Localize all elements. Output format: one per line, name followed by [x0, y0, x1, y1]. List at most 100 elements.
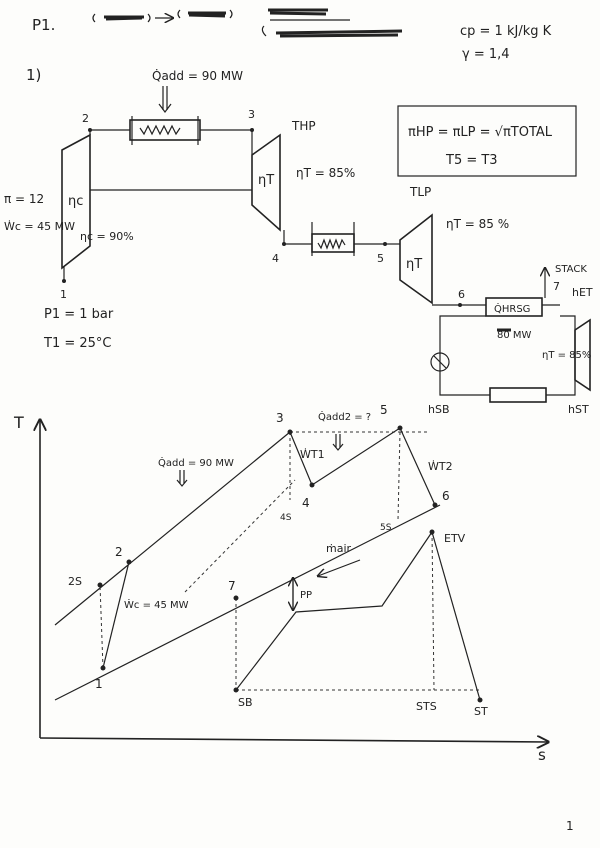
m-air-arrow-icon — [318, 559, 361, 576]
pp-label: PP — [300, 590, 312, 601]
page-number: 1 — [566, 819, 574, 833]
q-add1-arrow-icon — [176, 470, 188, 487]
crossed-out-text — [92, 8, 403, 38]
state-7-label: 7 — [553, 280, 560, 293]
steam-turbine-symbol — [574, 318, 591, 392]
s-axis-label: s — [538, 746, 546, 764]
given-cp: cp = 1 kJ/kg K — [460, 24, 552, 39]
h-sb-label: hSB — [428, 403, 450, 416]
compressor-symbol — [61, 133, 91, 270]
state-3-label: 3 — [248, 108, 255, 121]
low-pressure-isobar — [54, 504, 441, 701]
high-pressure-isobar — [54, 431, 291, 626]
given-gamma: γ = 1,4 — [462, 47, 510, 62]
heat-input-arrow-icon — [162, 86, 168, 110]
label-7: 7 — [228, 579, 236, 593]
lp-turbine-symbol — [399, 213, 433, 305]
state-6-label: 6 — [458, 288, 465, 301]
reheater-coil-icon — [317, 238, 346, 250]
part-label: 1) — [26, 66, 41, 84]
lp-turbine-label: TLP — [409, 185, 431, 199]
hrsg-label: Q̇HRSG — [494, 302, 530, 315]
q-add-label: Q̇add = 90 MW — [152, 69, 243, 83]
state-4-label: 4 — [272, 252, 279, 265]
h-et-label: hET — [572, 286, 593, 299]
compressor-eta: ηc — [68, 194, 83, 209]
lp-turbine-eta: ηT — [406, 257, 422, 272]
hp-turbine-symbol — [251, 133, 281, 232]
expansion-reheat-lines — [289, 427, 436, 506]
pressure-ratio: π = 12 — [4, 192, 44, 206]
q-add2-arrow-icon — [332, 434, 344, 451]
combustor-walls — [131, 116, 199, 145]
relation-box — [397, 105, 577, 177]
hp-turbine-eta: ηT — [258, 173, 274, 188]
label-5: 5 — [380, 403, 388, 417]
point-5-dot — [397, 425, 403, 431]
label-5s: 5S — [380, 523, 392, 533]
m-air-label: ṁair — [326, 542, 352, 555]
isentropic-compression — [99, 584, 104, 669]
hrsg-box — [485, 297, 543, 317]
hp-turbine-label: THP — [291, 119, 316, 133]
point-2-dot — [126, 559, 132, 565]
label-sb: SB — [238, 696, 253, 709]
point-3-dot — [287, 429, 293, 435]
relation-pressure: πHP = πLP = √πTOTAL — [408, 125, 553, 140]
label-sts: STS — [416, 700, 437, 713]
combustor-box — [129, 119, 201, 141]
problem-label: P1. — [32, 16, 55, 34]
isentropic-steam — [431, 531, 435, 691]
q-add1-label: Q̇add = 90 MW — [158, 456, 234, 469]
state-dot-1 — [62, 279, 66, 283]
state-1-label: 1 — [60, 288, 67, 301]
state-dot-2 — [88, 128, 92, 132]
hrsg-value: 80 MW — [497, 330, 532, 341]
state-2-label: 2 — [82, 112, 89, 125]
w-t1-label: ẆT1 — [300, 448, 325, 461]
compressor-power: Ẇc = 45 MW — [4, 220, 75, 233]
steam-turbine-eff: ηT = 85% — [542, 350, 591, 361]
lp-turbine-eff: ηT = 85 % — [446, 217, 509, 231]
point-7-dot — [233, 595, 239, 601]
hp-turbine-eff: ηT = 85% — [296, 166, 355, 180]
label-2s: 2S — [68, 575, 82, 588]
point-etv-dot — [429, 529, 435, 535]
t1-label: T1 = 25°C — [43, 336, 112, 351]
h-st-label: hST — [568, 403, 589, 416]
pump-icon — [430, 352, 450, 372]
label-1: 1 — [95, 677, 103, 691]
state-5-label: 5 — [377, 252, 384, 265]
point-st-dot — [477, 697, 483, 703]
pipe-2-3 — [89, 129, 253, 155]
point-6-dot — [432, 502, 438, 508]
point-4-dot — [309, 482, 315, 488]
point-sb-dot — [233, 687, 239, 693]
label-etv: ETV — [444, 532, 466, 545]
label-st: ST — [474, 705, 488, 718]
stack-label: STACK — [555, 264, 587, 275]
label-6: 6 — [442, 489, 450, 503]
point-1-dot — [100, 665, 106, 671]
t-axis-label: T — [13, 413, 24, 432]
state-dot-3 — [250, 128, 254, 132]
q-add2-label: Q̇add2 = ? — [318, 410, 371, 423]
s-axis — [39, 738, 548, 742]
compression-line — [102, 561, 130, 669]
steam-expansion-line — [431, 531, 481, 701]
label-4s: 4S — [280, 513, 292, 523]
p1-label: P1 = 1 bar — [44, 307, 114, 322]
w-c-label: Ẇc = 45 MW — [124, 598, 189, 611]
label-2: 2 — [115, 545, 123, 559]
label-3: 3 — [276, 411, 284, 425]
reheater-walls — [311, 222, 355, 256]
steam-heating-line — [235, 531, 433, 691]
heat-arrow-head-icon — [158, 103, 172, 113]
mid-isobar — [184, 479, 296, 593]
relation-temp: T5 = T3 — [445, 153, 498, 168]
isentropic-lp — [397, 431, 401, 521]
pump-line — [433, 355, 447, 369]
w-t2-label: ẆT2 — [428, 460, 453, 473]
